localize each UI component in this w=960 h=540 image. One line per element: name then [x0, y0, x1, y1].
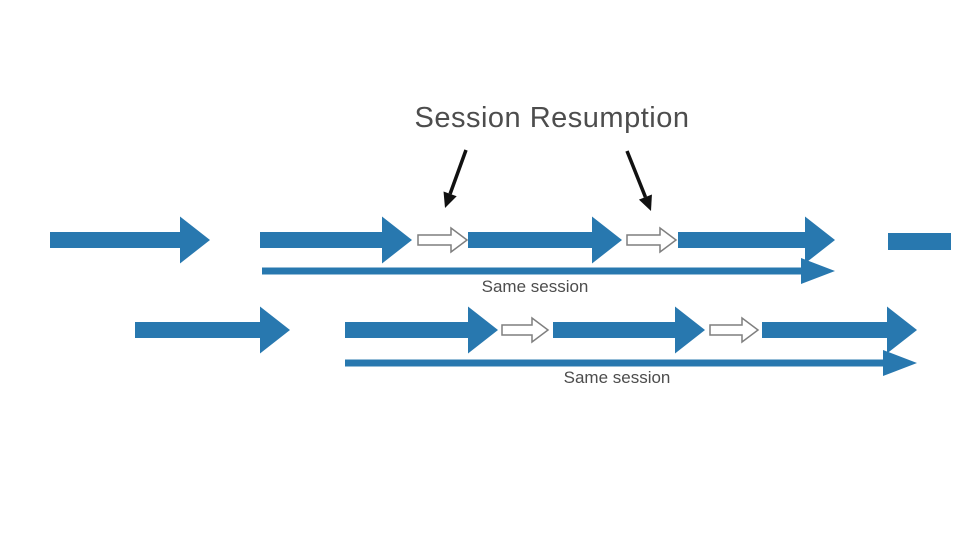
white-resumption-arrow-r2-2: [709, 316, 760, 344]
white-resumption-arrow-r2-1: [501, 316, 550, 344]
same-session-arrow-1: [262, 258, 835, 284]
big-blue-arrow-r1-4: [678, 216, 835, 264]
annotation-arrow-left-head: [443, 191, 457, 208]
annotation-arrow-left-line: [448, 149, 468, 195]
big-blue-arrow-r1-1: [50, 216, 210, 264]
white-resumption-arrow-r1-1: [417, 226, 469, 254]
annotation-arrow-right-line: [625, 150, 648, 198]
white-resumption-arrow-r1-2: [626, 226, 678, 254]
big-blue-arrow-r2-2: [345, 306, 498, 354]
same-session-arrow-2: [345, 350, 917, 376]
big-blue-arrow-r2-1: [135, 306, 290, 354]
big-blue-arrow-r2-4: [762, 306, 917, 354]
same-session-label-1: Same session: [481, 277, 589, 296]
partial-blue-arrow-edge: [888, 233, 951, 250]
big-blue-arrow-r1-3: [468, 216, 622, 264]
same-session-label-2: Same session: [563, 368, 671, 387]
diagram-title: Session Resumption: [414, 102, 690, 134]
big-blue-arrow-r2-3: [553, 306, 705, 354]
annotation-arrow-right-head: [638, 194, 652, 211]
big-blue-arrow-r1-2: [260, 216, 412, 264]
